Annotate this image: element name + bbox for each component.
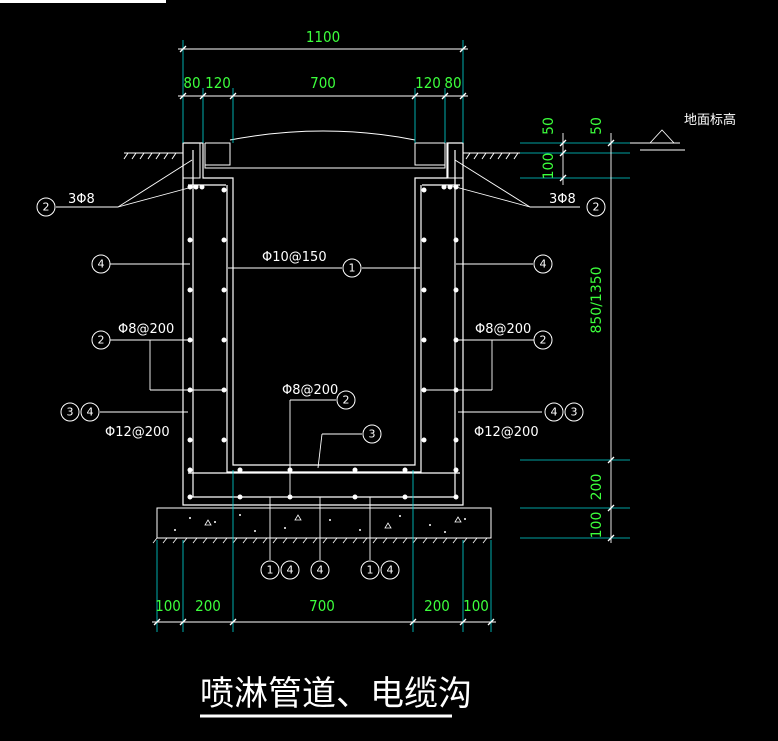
- marker-1: 1: [367, 564, 374, 577]
- dimension-ticks: [153, 45, 615, 626]
- base-slab: [152, 507, 492, 544]
- dim-right-slab: 200: [589, 474, 605, 501]
- dim-overall-width: 1100: [306, 28, 340, 46]
- rebar-label-top-right: 3Φ8: [549, 192, 576, 207]
- marker-4: 4: [287, 564, 294, 577]
- dim-right-base: 100: [589, 512, 605, 539]
- rebar-label-stirrup: Φ10@150: [262, 250, 327, 265]
- rebar-label-floor: Φ8@200: [282, 383, 338, 398]
- rebar-label-wall-right: Φ8@200: [475, 322, 531, 337]
- dim-right-depth: 850/1350: [589, 266, 605, 333]
- marker-4: 4: [98, 258, 105, 271]
- dim-right-top-b: 50: [589, 117, 605, 135]
- marker-2: 2: [43, 201, 50, 214]
- tab-strip: [0, 0, 166, 3]
- marker-1: 1: [267, 564, 274, 577]
- leader-lines: [56, 159, 580, 560]
- rebar-label-top-left: 3Φ8: [68, 192, 95, 207]
- dim-top-3: 700: [310, 74, 336, 92]
- rebar-dots: [187, 184, 459, 500]
- marker-4: 4: [551, 406, 558, 419]
- marker-4: 4: [387, 564, 394, 577]
- dim-top-4: 120: [415, 74, 441, 92]
- marker-circles: [36, 197, 606, 580]
- marker-4: 4: [317, 564, 324, 577]
- dim-bottom-1: 100: [155, 597, 181, 615]
- dim-right-curb: 100: [541, 153, 557, 180]
- rebar-label-main-left: Φ12@200: [105, 425, 170, 440]
- marker-2: 2: [593, 201, 600, 214]
- ground-line: [123, 152, 520, 160]
- dim-bottom-4: 200: [424, 597, 450, 615]
- extension-lines: [156, 40, 630, 632]
- dim-bottom-2: 200: [195, 597, 221, 615]
- dim-top-5: 80: [444, 74, 461, 92]
- marker-3: 3: [369, 428, 376, 441]
- dimension-lines: [152, 48, 685, 623]
- marker-4: 4: [87, 406, 94, 419]
- dim-bottom-3: 700: [309, 597, 335, 615]
- marker-2: 2: [98, 334, 105, 347]
- marker-2: 2: [540, 334, 547, 347]
- dim-top-1: 80: [183, 74, 200, 92]
- drawing-title: 喷淋管道、电缆沟: [200, 674, 472, 714]
- dim-top-2: 120: [205, 74, 231, 92]
- ground-elevation-label: 地面标高: [684, 112, 736, 128]
- marker-3: 3: [571, 406, 578, 419]
- dim-right-top-a: 50: [541, 117, 557, 135]
- marker-4: 4: [540, 258, 547, 271]
- marker-2: 2: [343, 394, 350, 407]
- marker-3: 3: [67, 406, 74, 419]
- rebar-label-main-right: Φ12@200: [474, 425, 539, 440]
- trench-walls: [182, 142, 464, 506]
- cover-plate: [183, 130, 463, 179]
- dim-bottom-5: 100: [463, 597, 489, 615]
- marker-1: 1: [349, 262, 356, 275]
- rebar-label-wall-left: Φ8@200: [118, 322, 174, 337]
